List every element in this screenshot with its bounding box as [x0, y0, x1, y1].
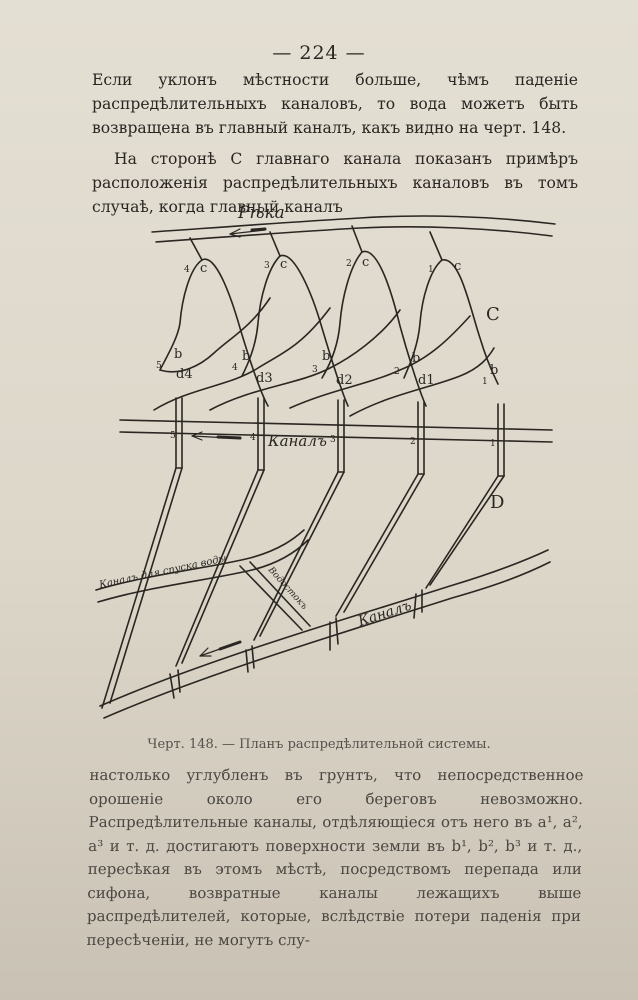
- river-bank-upper: [151, 215, 556, 233]
- label-b-1: b: [490, 363, 498, 378]
- num-top-2: 2: [346, 259, 352, 269]
- zone-d-label: D: [490, 492, 504, 513]
- label-b-5: b: [174, 347, 182, 362]
- irrigation-plan-drawing: Рѣка Каналъ Каналъ Каналъ для спуска вод…: [95, 203, 556, 719]
- label-d-3: d3: [256, 371, 273, 386]
- main-canal-lower-bank: [119, 431, 553, 443]
- main-canal-upper-bank: [119, 419, 553, 431]
- num-canal-2: 2: [410, 437, 416, 447]
- drain-canal-label: Каналъ для спуска воды: [97, 553, 227, 591]
- num-top-1: 1: [428, 265, 434, 275]
- distributary-3: [279, 254, 349, 407]
- figure-caption: Черт. 148. — Планъ распредѣлительной сис…: [147, 737, 491, 752]
- river-bank-lower: [155, 226, 553, 243]
- distributary-4: [201, 258, 269, 407]
- river-label: Рѣка: [237, 203, 285, 223]
- zone-c-label: C: [486, 304, 500, 325]
- num-mid-5: 5: [156, 361, 162, 371]
- label-d-1: d1: [418, 373, 435, 388]
- figure-148: Рѣка Каналъ Каналъ Каналъ для спуска вод…: [90, 198, 580, 738]
- lower-canal-lower-bank: [103, 561, 551, 719]
- label-c-1: c: [454, 259, 461, 274]
- paragraph-2: На сторонѣ C главнаго канала показанъ пр…: [92, 150, 578, 216]
- paragraph-1: Если уклонъ мѣстности больше, чѣмъ паден…: [92, 71, 578, 137]
- num-canal-1: 1: [490, 439, 496, 449]
- lower-canal-upper-bank: [99, 549, 549, 707]
- distributary-1: [441, 259, 499, 385]
- num-mid-4: 4: [232, 363, 238, 373]
- label-c-3: c: [280, 257, 287, 272]
- label-c-2: c: [362, 255, 369, 270]
- label-c-4: c: [200, 261, 207, 276]
- distributary-2: [361, 250, 427, 407]
- label-b-3: b: [322, 349, 330, 364]
- paragraph-3: настолько углубленъ въ грунтъ, что непос…: [86, 766, 584, 949]
- main-canal-label: Каналъ: [267, 432, 327, 450]
- label-b-2: b: [412, 351, 420, 366]
- num-top-3: 3: [264, 261, 270, 271]
- label-d-4: d4: [176, 367, 193, 382]
- lower-canal-label: Каналъ: [355, 598, 413, 631]
- label-d-2: d2: [336, 373, 353, 388]
- num-mid-2: 2: [394, 367, 400, 377]
- drain-canal: [95, 529, 305, 591]
- num-canal-4: 4: [250, 433, 256, 443]
- num-canal-5: 5: [170, 431, 176, 441]
- num-top-4: 4: [184, 265, 190, 275]
- label-b-4: b: [242, 349, 250, 364]
- num-mid-3: 3: [312, 365, 318, 375]
- num-mid-1: 1: [482, 377, 488, 387]
- page-number: — 224 —: [272, 42, 366, 64]
- num-canal-3: 3: [330, 435, 336, 445]
